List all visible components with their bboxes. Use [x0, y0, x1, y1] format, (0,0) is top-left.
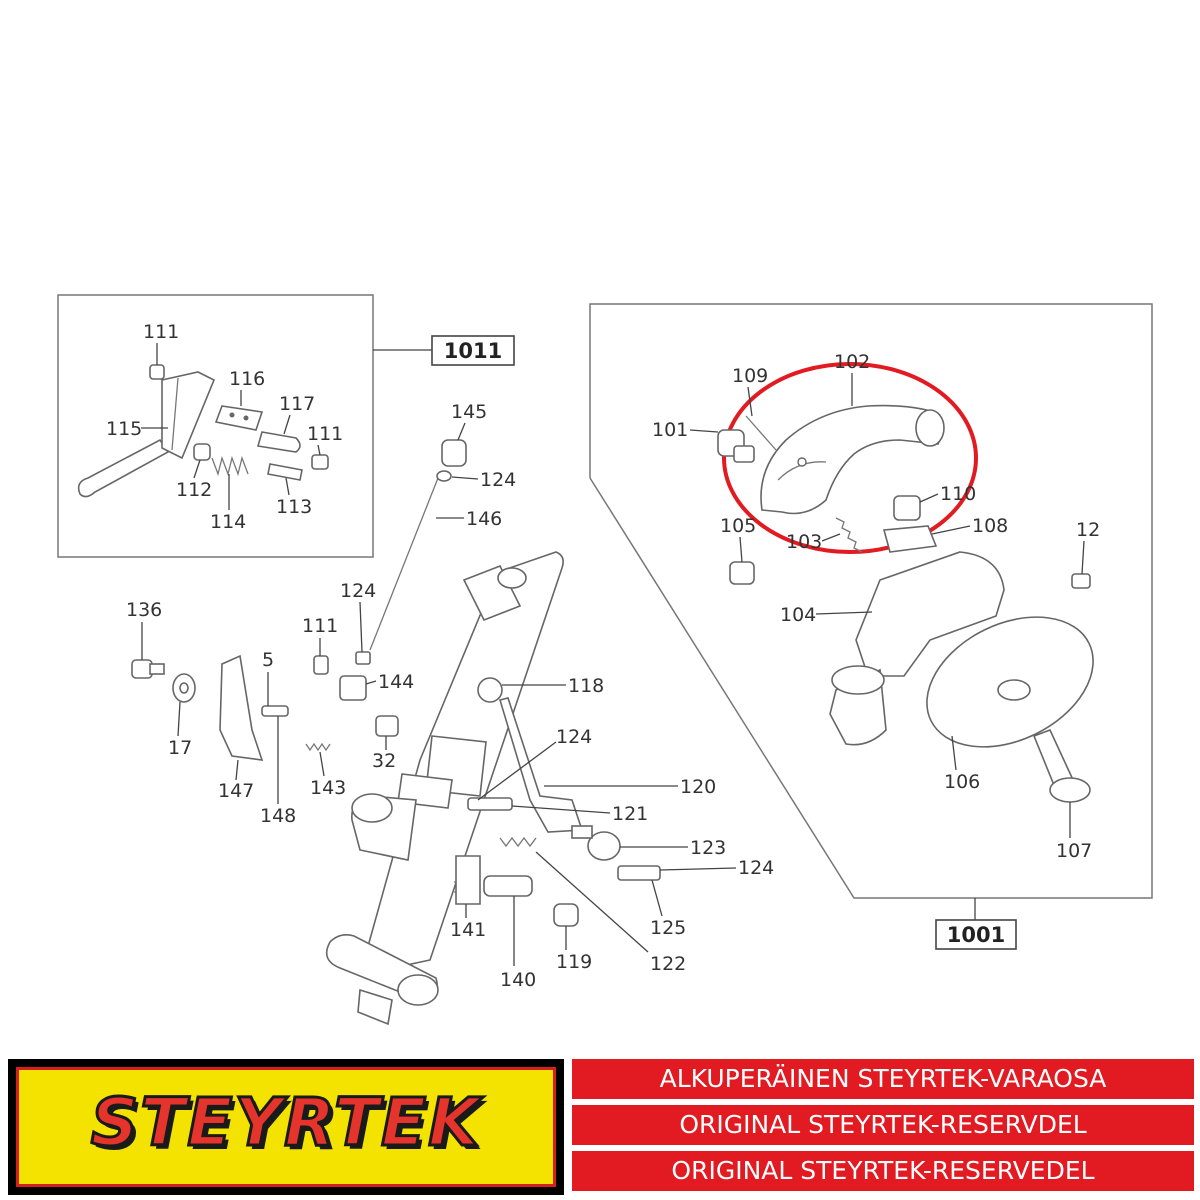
- brand-logo: STEYRTEK: [8, 1059, 564, 1195]
- part-12-nipple[interactable]: [1071, 573, 1091, 589]
- label-105: 105: [720, 515, 756, 537]
- part-115-lever[interactable]: [77, 371, 216, 498]
- label-109: 109: [732, 365, 768, 387]
- label-119: 119: [556, 951, 592, 973]
- part-146-rod[interactable]: [369, 477, 439, 651]
- label-147: 147: [218, 780, 254, 802]
- label-17: 17: [168, 737, 192, 759]
- part-120-lever[interactable]: [498, 697, 584, 833]
- part-101-bolt[interactable]: [717, 429, 755, 463]
- label-144: 144: [378, 671, 414, 693]
- part-140-pin[interactable]: [483, 875, 533, 897]
- part-119-spring[interactable]: [553, 903, 579, 927]
- part-125-screw[interactable]: [617, 865, 661, 881]
- label-116: 116: [229, 368, 265, 390]
- part-116-plate[interactable]: [214, 405, 264, 431]
- part-103-spring[interactable]: [835, 517, 863, 553]
- part-107-bolt[interactable]: [1032, 728, 1091, 803]
- part-141-spring[interactable]: [454, 855, 481, 905]
- label-118: 118: [568, 675, 604, 697]
- logo-panel: STEYRTEK: [16, 1067, 556, 1187]
- part-111-pin-c[interactable]: [313, 655, 329, 675]
- part-136-bolt[interactable]: [131, 659, 165, 679]
- label-112: 112: [176, 479, 212, 501]
- logo-text: STEYRTEK: [89, 1083, 482, 1163]
- label-111a: 111: [143, 321, 179, 343]
- label-110: 110: [940, 483, 976, 505]
- part-111-pin-b[interactable]: [311, 454, 329, 470]
- part-118-ball[interactable]: [477, 677, 503, 703]
- part-148-screw[interactable]: [261, 705, 289, 717]
- part-144-block[interactable]: [339, 675, 367, 701]
- footer: STEYRTEK ALKUPERÄINEN STEYRTEK-VARAOSA O…: [0, 1055, 1200, 1200]
- part-108-plate[interactable]: [882, 525, 938, 553]
- part-145-bushing[interactable]: [441, 439, 467, 467]
- label-145: 145: [451, 401, 487, 423]
- label-113: 113: [276, 496, 312, 518]
- part-113-pin[interactable]: [267, 463, 303, 481]
- label-101: 101: [652, 419, 688, 441]
- inset-frame-1011: [57, 294, 374, 558]
- label-124a: 124: [480, 469, 516, 491]
- label-125: 125: [650, 917, 686, 939]
- part-122-spring[interactable]: [499, 836, 537, 848]
- label-114: 114: [210, 511, 246, 533]
- part-124-nut-rod[interactable]: [355, 651, 371, 665]
- label-140: 140: [500, 969, 536, 991]
- part-104-body[interactable]: [829, 551, 1005, 746]
- label-122: 122: [650, 953, 686, 975]
- part-110-nut[interactable]: [893, 495, 921, 521]
- label-148: 148: [260, 805, 296, 827]
- label-123: 123: [690, 837, 726, 859]
- part-114-spring[interactable]: [211, 455, 249, 477]
- label-102: 102: [834, 351, 870, 373]
- part-106-disc[interactable]: [905, 591, 1114, 772]
- label-104: 104: [780, 604, 816, 626]
- assembly-label-1001: 1001: [947, 923, 1005, 947]
- part-123-knob[interactable]: [571, 825, 621, 861]
- part-102-handle[interactable]: [760, 404, 945, 515]
- label-120: 120: [680, 776, 716, 798]
- assembly-box-1001[interactable]: [935, 919, 1017, 950]
- assembly-label-1011: 1011: [444, 339, 502, 363]
- label-136: 136: [126, 599, 162, 621]
- banner-norwegian: ORIGINAL STEYRTEK-RESERVEDEL: [572, 1151, 1194, 1191]
- label-107: 107: [1056, 840, 1092, 862]
- label-108: 108: [972, 515, 1008, 537]
- part-147-bracket[interactable]: [219, 654, 264, 761]
- label-141: 141: [450, 919, 486, 941]
- label-111c: 111: [302, 615, 338, 637]
- label-124d: 124: [738, 857, 774, 879]
- label-121: 121: [612, 803, 648, 825]
- part-117-bolt[interactable]: [256, 431, 301, 453]
- part-32-nut[interactable]: [375, 715, 399, 737]
- part-143-spring[interactable]: [305, 742, 331, 752]
- label-5: 5: [262, 649, 274, 671]
- part-124-nut-top[interactable]: [436, 470, 452, 482]
- label-106: 106: [944, 771, 980, 793]
- banner-finnish: ALKUPERÄINEN STEYRTEK-VARAOSA: [572, 1059, 1194, 1099]
- banner-swedish: ORIGINAL STEYRTEK-RESERVDEL: [572, 1105, 1194, 1145]
- inset-frame-1001: [589, 303, 1153, 899]
- part-111-pin[interactable]: [149, 364, 165, 380]
- part-105-nut[interactable]: [729, 561, 755, 585]
- assembly-box-1011[interactable]: [431, 335, 515, 366]
- label-32: 32: [372, 750, 396, 772]
- label-146: 146: [466, 508, 502, 530]
- part-109-pin[interactable]: [745, 415, 777, 451]
- label-124c: 124: [556, 726, 592, 748]
- part-121-bolt[interactable]: [467, 797, 513, 811]
- part-17-washer[interactable]: [172, 673, 196, 703]
- parts-diagram: 1011 111 116 117 111 115 112 114 113: [57, 294, 1153, 1026]
- highlight-ellipse: [722, 362, 978, 554]
- label-115: 115: [106, 418, 142, 440]
- part-sleeve[interactable]: [351, 793, 417, 861]
- label-117: 117: [279, 393, 315, 415]
- label-103: 103: [786, 531, 822, 553]
- label-111b: 111: [307, 423, 343, 445]
- label-124b: 124: [340, 580, 376, 602]
- part-112-pin[interactable]: [193, 443, 211, 461]
- label-143: 143: [310, 777, 346, 799]
- label-12: 12: [1076, 519, 1100, 541]
